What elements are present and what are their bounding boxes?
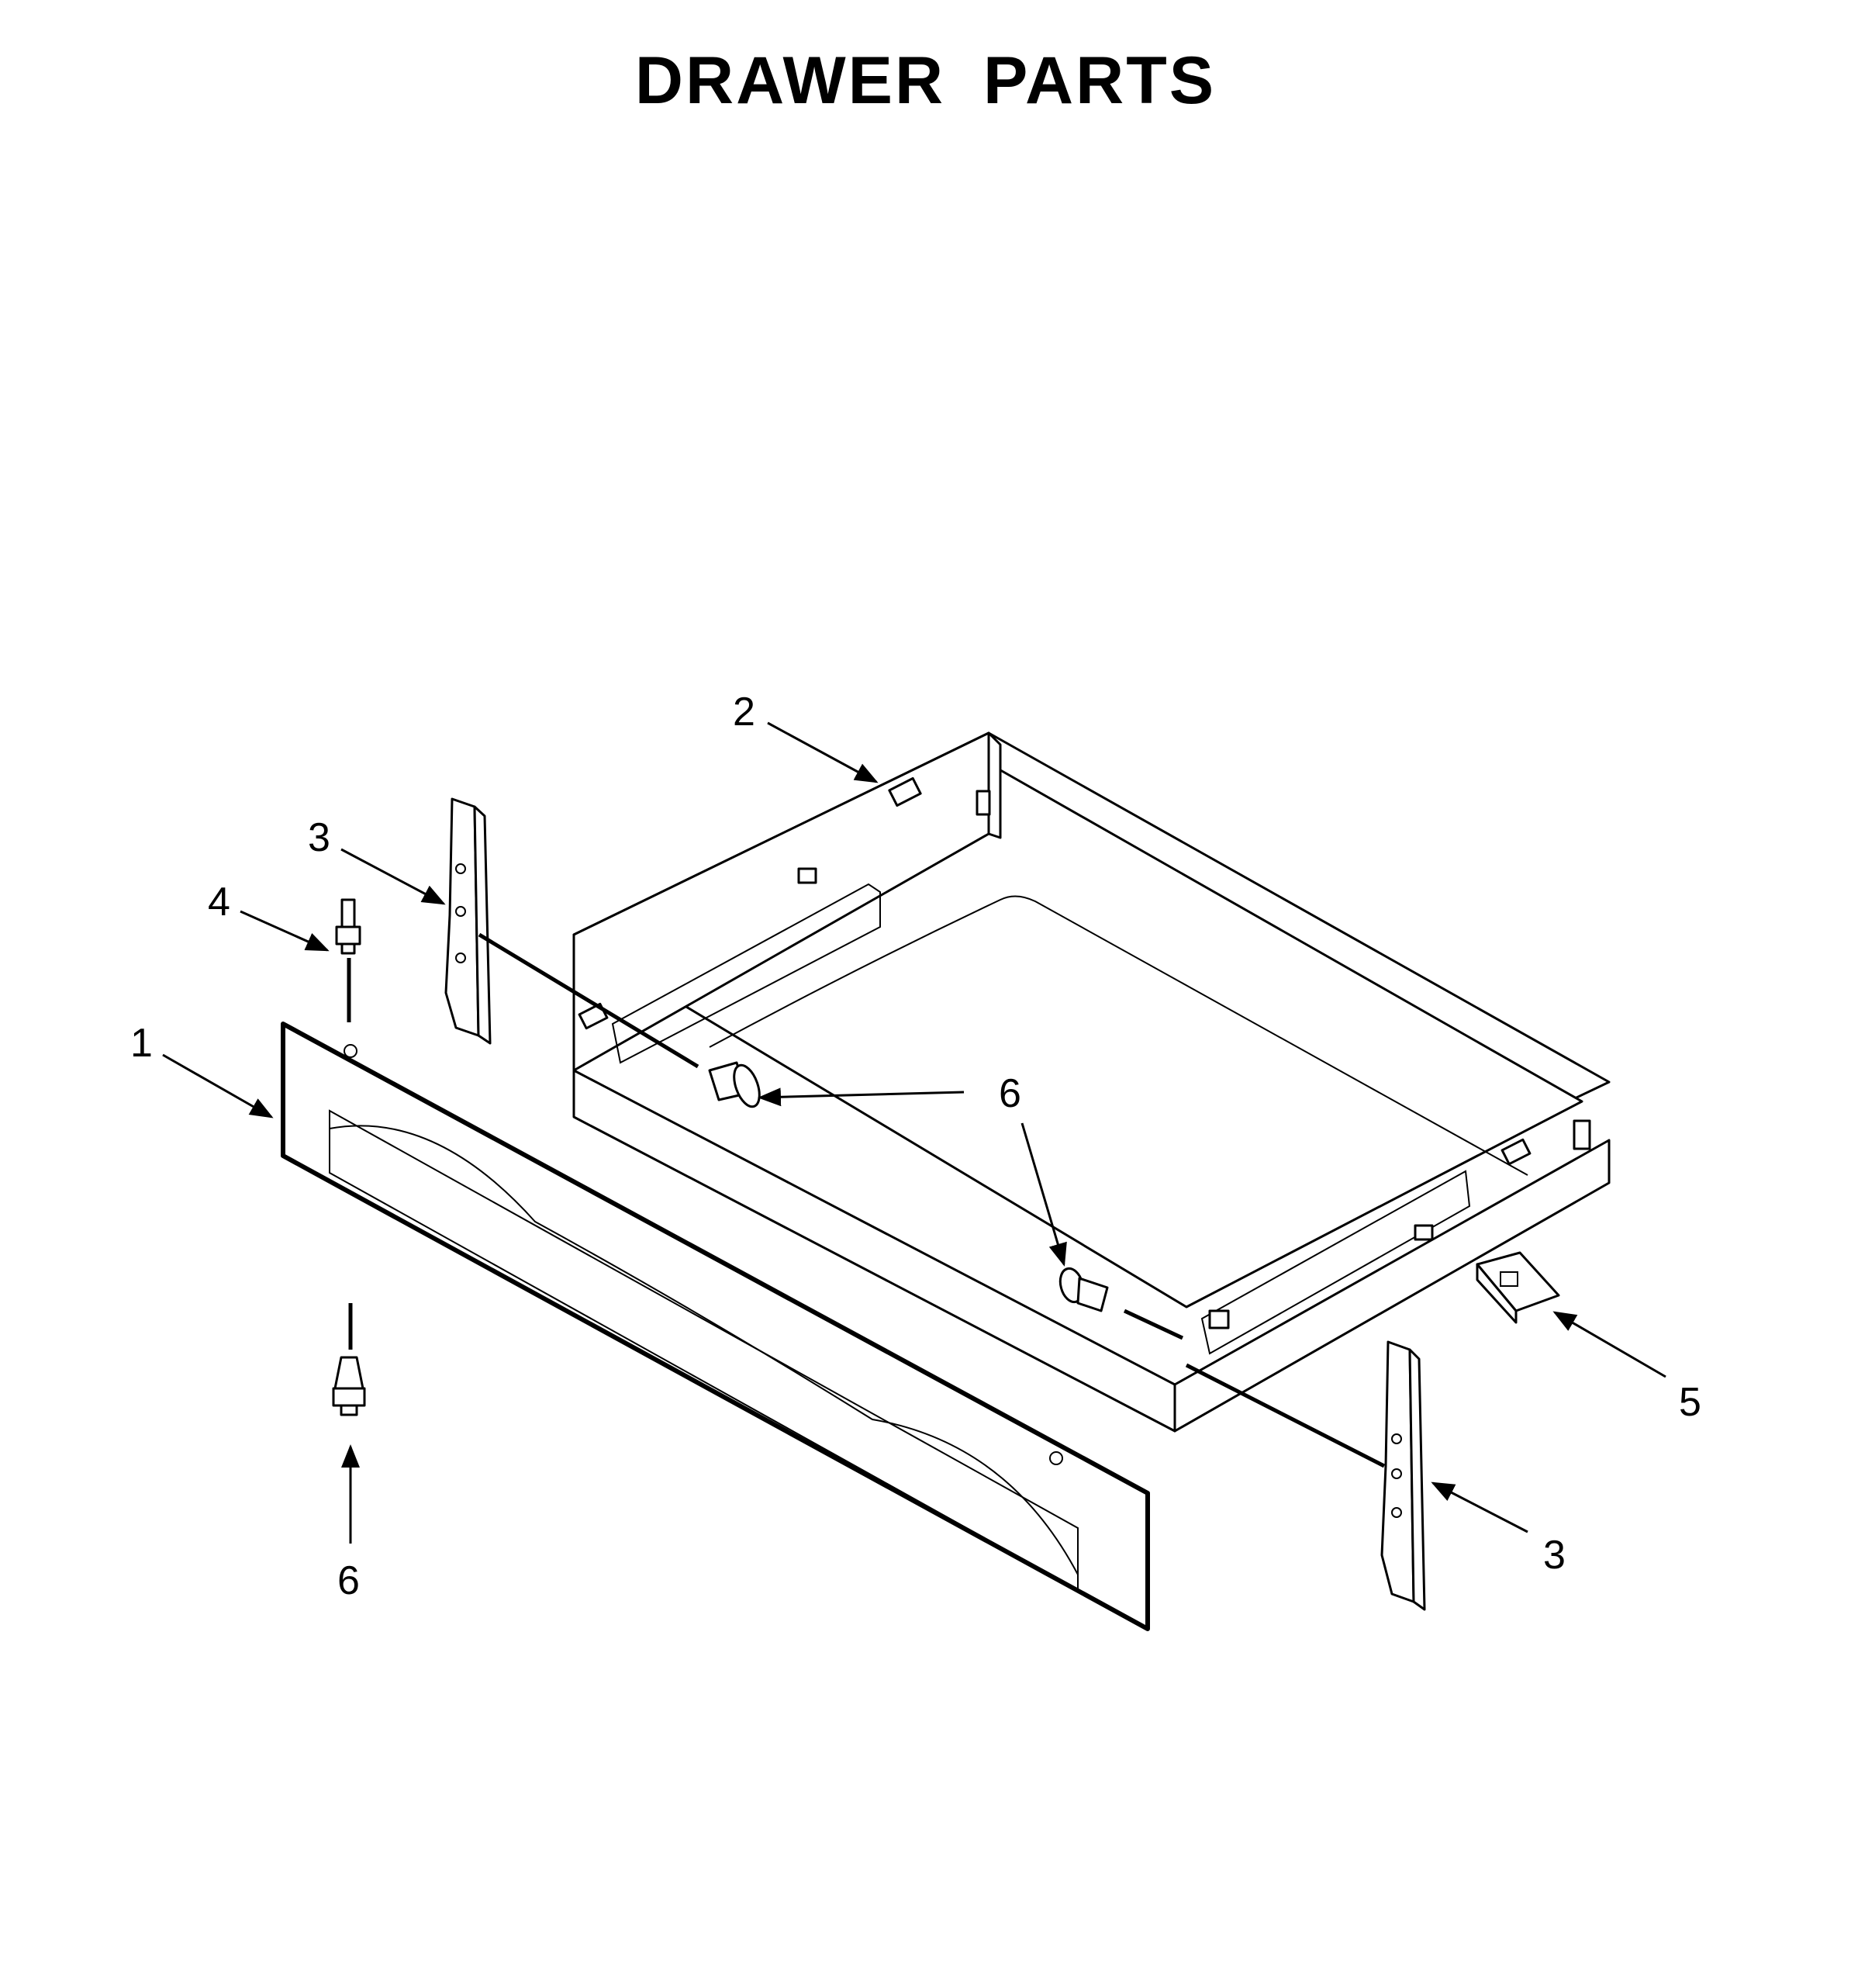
callout-drawer: 2 <box>733 690 755 735</box>
diagram-title: DRAWER PARTS <box>634 43 1217 118</box>
screw-center <box>708 1061 761 1108</box>
callout-panel: 1 <box>130 1021 153 1066</box>
drawer-body <box>572 731 1611 1433</box>
callout-bracket-right: 3 <box>1543 1533 1566 1578</box>
stud-fastener <box>335 898 361 955</box>
side-bracket-left <box>444 797 492 1045</box>
callout-screw-bottom: 6 <box>337 1558 360 1603</box>
callout-stud: 4 <box>208 880 230 925</box>
screw-right <box>1058 1267 1109 1312</box>
drawer-front-panel <box>281 1022 1150 1631</box>
callout-bracket-left: 3 <box>308 815 330 860</box>
assembly-lines <box>347 932 1386 1468</box>
callout-glide: 5 <box>1679 1380 1701 1425</box>
screw-bottom <box>332 1356 366 1416</box>
drawer-glide <box>1476 1251 1560 1324</box>
callout-leaders <box>162 721 1666 1544</box>
callout-screw-center: 6 <box>999 1071 1021 1116</box>
side-bracket-right <box>1380 1340 1426 1611</box>
